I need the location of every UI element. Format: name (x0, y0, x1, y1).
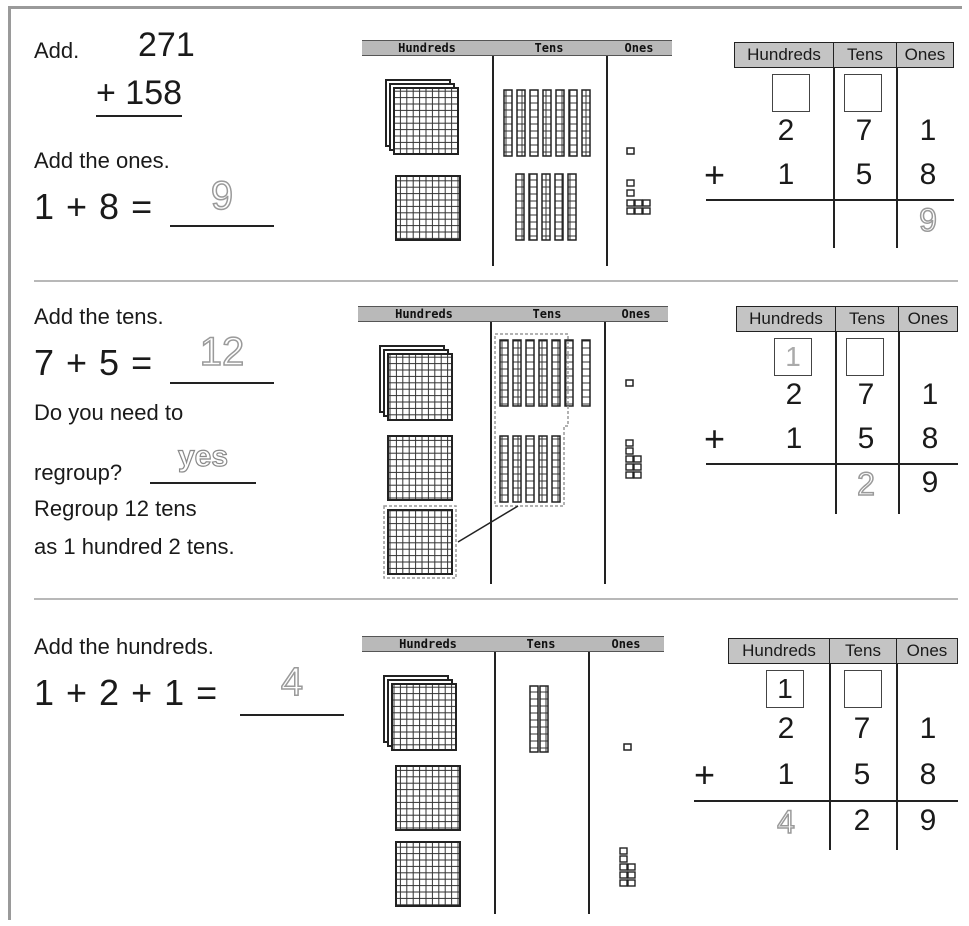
sum-hundreds: 4 (776, 803, 795, 841)
base-ten-blocks-3 (383, 675, 636, 907)
regroup-question-line2: regroup? (34, 460, 123, 485)
sum-ones: 9 (919, 804, 937, 837)
plus-sign: + (704, 154, 726, 195)
step-2-instruction: Add the tens. (34, 304, 164, 329)
table-header-tens: Tens (829, 638, 897, 664)
top-number: 271 (138, 26, 195, 64)
regroup-answer: yes (177, 439, 229, 473)
regroup-note-line2: as 1 hundred 2 tens. (34, 534, 235, 559)
mat-header-ones: Ones (604, 306, 668, 322)
mat-header-ones: Ones (588, 636, 664, 652)
place-value-mat-3: Hundreds Tens Ones (362, 636, 664, 914)
regroup-answer-line (150, 482, 256, 484)
table-header-tens: Tens (833, 42, 897, 68)
digit-5: 5 (853, 758, 871, 791)
base-ten-blocks-1 (385, 79, 651, 241)
mat-header-hundreds: Hundreds (362, 40, 492, 56)
addition-table-1: Hundreds Tens Ones 2 7 1 + 1 5 8 9 (704, 42, 954, 252)
step-1-answer: 9 (210, 173, 234, 219)
sum-tens: 2 (853, 804, 871, 837)
addition-table-2: Hundreds Tens Ones 1 2 7 1 + 1 5 8 2 9 (704, 306, 958, 516)
sum-ones: 9 (918, 201, 937, 239)
step-1-equation: 1 + 8 = (34, 186, 154, 227)
digit-2: 2 (777, 114, 795, 147)
table-header-hundreds: Hundreds (736, 306, 836, 332)
digit-2: 2 (777, 712, 795, 745)
digit-1: 1 (919, 114, 937, 147)
carry-box-hundreds: 1 (774, 338, 812, 376)
step-2-answer: 12 (199, 329, 245, 375)
digit-8: 8 (919, 758, 937, 791)
add-label: Add. (34, 38, 80, 63)
bottom-number: + 158 (96, 74, 183, 117)
regroup-note-line1: Regroup 12 tens (34, 496, 197, 521)
digit-7: 7 (855, 114, 873, 147)
mat-header-tens: Tens (490, 306, 604, 322)
carry-box-tens (846, 338, 884, 376)
mat-header-tens: Tens (494, 636, 588, 652)
ones-unit (626, 147, 635, 155)
step-1-answer-line (170, 225, 274, 227)
carry-box-hundreds (772, 74, 810, 112)
hundreds-flat-stack (385, 79, 459, 155)
step-3-instruction: Add the hundreds. (34, 634, 214, 659)
digit-1: 1 (921, 378, 939, 411)
digit-1: 1 (777, 158, 795, 191)
sum-ones: 9 (921, 466, 939, 499)
tens-rods-top (503, 89, 591, 157)
digit-1: 1 (777, 758, 795, 791)
table-header-tens: Tens (835, 306, 899, 332)
mat-header-tens: Tens (492, 40, 606, 56)
digit-1: 1 (919, 712, 937, 745)
carry-box-hundreds: 1 (766, 670, 804, 708)
regroup-question-line1: Do you need to (34, 400, 184, 425)
hundreds-flat (395, 175, 461, 241)
digit-5: 5 (855, 158, 873, 191)
table-header-ones: Ones (896, 638, 958, 664)
digit-2: 2 (785, 378, 803, 411)
step-3-answer-line (240, 714, 344, 716)
section-divider (34, 280, 958, 282)
digit-8: 8 (919, 158, 937, 191)
step-3-answer: 4 (280, 659, 304, 705)
plus-sign: + (704, 418, 726, 459)
section-divider (34, 598, 958, 600)
carry-box-tens (844, 74, 882, 112)
step-2-answer-line (170, 382, 274, 384)
table-header-ones: Ones (896, 42, 954, 68)
table-header-hundreds: Hundreds (728, 638, 830, 664)
digit-7: 7 (853, 712, 871, 745)
mat-header-ones: Ones (606, 40, 672, 56)
worksheet-frame (8, 6, 962, 920)
digit-8: 8 (921, 422, 939, 455)
digit-1: 1 (785, 422, 803, 455)
step-2-equation: 7 + 5 = (34, 342, 154, 383)
plus-sign: + (694, 754, 716, 795)
step-3-equation: 1 + 2 + 1 = (34, 672, 219, 713)
ones-units-group (626, 179, 651, 215)
tens-rods-bottom (515, 173, 577, 241)
addition-table-3: Hundreds Tens Ones 1 2 7 1 + 1 5 8 4 2 9 (694, 638, 962, 852)
digit-7: 7 (857, 378, 875, 411)
carry-box-tens (844, 670, 882, 708)
sum-tens: 2 (856, 465, 875, 503)
digit-5: 5 (857, 422, 875, 455)
place-value-mat-1: Hundreds Tens Ones (362, 40, 672, 266)
table-header-hundreds: Hundreds (734, 42, 834, 68)
mat-header-hundreds: Hundreds (358, 306, 490, 322)
step-1-instruction: Add the ones. (34, 148, 170, 173)
base-ten-blocks-2 (379, 333, 642, 579)
mat-header-hundreds: Hundreds (362, 636, 494, 652)
table-header-ones: Ones (898, 306, 958, 332)
place-value-mat-2: Hundreds Tens Ones (358, 306, 668, 584)
